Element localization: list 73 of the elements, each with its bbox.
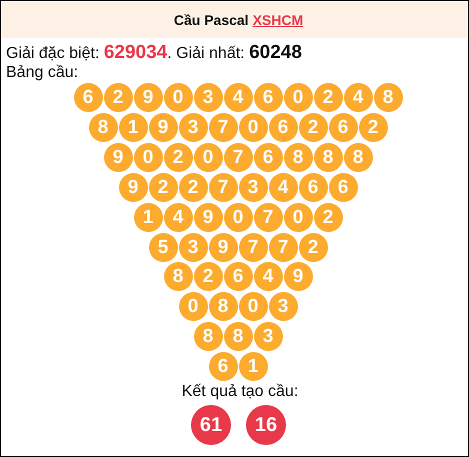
digit-ball: 6 <box>298 172 328 202</box>
prize-line: Giải đặc biệt: 629034. Giải nhất: 60248 <box>6 43 302 64</box>
digit-ball: 9 <box>194 202 222 232</box>
digit-ball: 9 <box>134 83 162 112</box>
digit-ball: 3 <box>194 83 222 112</box>
digit-ball: 7 <box>254 202 282 232</box>
digit-ball: 2 <box>178 172 208 202</box>
digit-ball: 7 <box>208 172 238 202</box>
digit-ball: 8 <box>194 322 222 352</box>
digit-ball: 8 <box>284 142 312 172</box>
digit-ball: 0 <box>238 292 268 322</box>
digit-ball: 2 <box>164 142 192 172</box>
digit-ball: 4 <box>224 83 252 112</box>
digit-ball: 2 <box>194 262 222 292</box>
digit-ball: 3 <box>268 292 298 322</box>
digit-ball: 6 <box>224 262 252 292</box>
digit-ball: 4 <box>164 202 192 232</box>
section-label: Bảng cầu: <box>6 63 78 83</box>
digit-ball: 7 <box>268 232 298 262</box>
header-title: Cầu Pascal <box>174 12 249 28</box>
digit-ball: 9 <box>148 112 178 142</box>
digit-ball: 3 <box>238 172 268 202</box>
digit-ball: 2 <box>358 112 388 142</box>
digit-ball: 2 <box>298 112 328 142</box>
digit-ball: 8 <box>224 322 252 352</box>
digit-ball: 8 <box>344 142 372 172</box>
digit-ball: 4 <box>344 83 372 112</box>
digit-ball: 6 <box>268 112 298 142</box>
digit-ball: 1 <box>118 112 148 142</box>
digit-ball: 2 <box>148 172 178 202</box>
digit-ball: 2 <box>298 232 328 262</box>
digit-ball: 8 <box>88 112 118 142</box>
result-label: Kết quả tạo cầu: <box>180 382 300 402</box>
digit-ball: 1 <box>238 352 268 382</box>
digit-ball: 2 <box>314 202 342 232</box>
digit-ball: 9 <box>118 172 148 202</box>
digit-ball: 6 <box>328 172 358 202</box>
digit-ball: 9 <box>208 232 238 262</box>
digit-ball: 2 <box>104 83 132 112</box>
digit-ball: 3 <box>254 322 282 352</box>
digit-ball: 0 <box>238 112 268 142</box>
digit-ball: 6 <box>254 142 282 172</box>
digit-ball: 4 <box>254 262 282 292</box>
digit-ball: 0 <box>284 83 312 112</box>
digit-ball: 8 <box>164 262 192 292</box>
digit-ball: 7 <box>224 142 252 172</box>
digit-ball: 9 <box>104 142 132 172</box>
digit-ball: 6 <box>328 112 358 142</box>
digit-ball: 0 <box>194 142 222 172</box>
digit-ball: 3 <box>178 112 208 142</box>
result-ball: 61 <box>191 405 231 445</box>
digit-ball: 6 <box>254 83 282 112</box>
digit-ball: 8 <box>314 142 342 172</box>
header-bar <box>1 1 468 38</box>
digit-ball: 0 <box>224 202 252 232</box>
digit-ball: 6 <box>208 352 238 382</box>
digit-ball: 8 <box>208 292 238 322</box>
lottery-link: XSHCM <box>252 12 304 28</box>
digit-ball: 4 <box>268 172 298 202</box>
digit-ball: 7 <box>238 232 268 262</box>
digit-ball: 0 <box>178 292 208 322</box>
digit-ball: 0 <box>134 142 162 172</box>
digit-ball: 2 <box>314 83 342 112</box>
digit-ball: 0 <box>164 83 192 112</box>
digit-ball: 3 <box>178 232 208 262</box>
digit-ball: 1 <box>134 202 162 232</box>
digit-ball: 5 <box>148 232 178 262</box>
digit-ball: 6 <box>74 83 102 112</box>
digit-ball: 7 <box>208 112 238 142</box>
result-ball: 16 <box>246 405 286 445</box>
digit-ball: 9 <box>284 262 312 292</box>
digit-ball: 0 <box>284 202 312 232</box>
digit-ball: 8 <box>374 83 402 112</box>
